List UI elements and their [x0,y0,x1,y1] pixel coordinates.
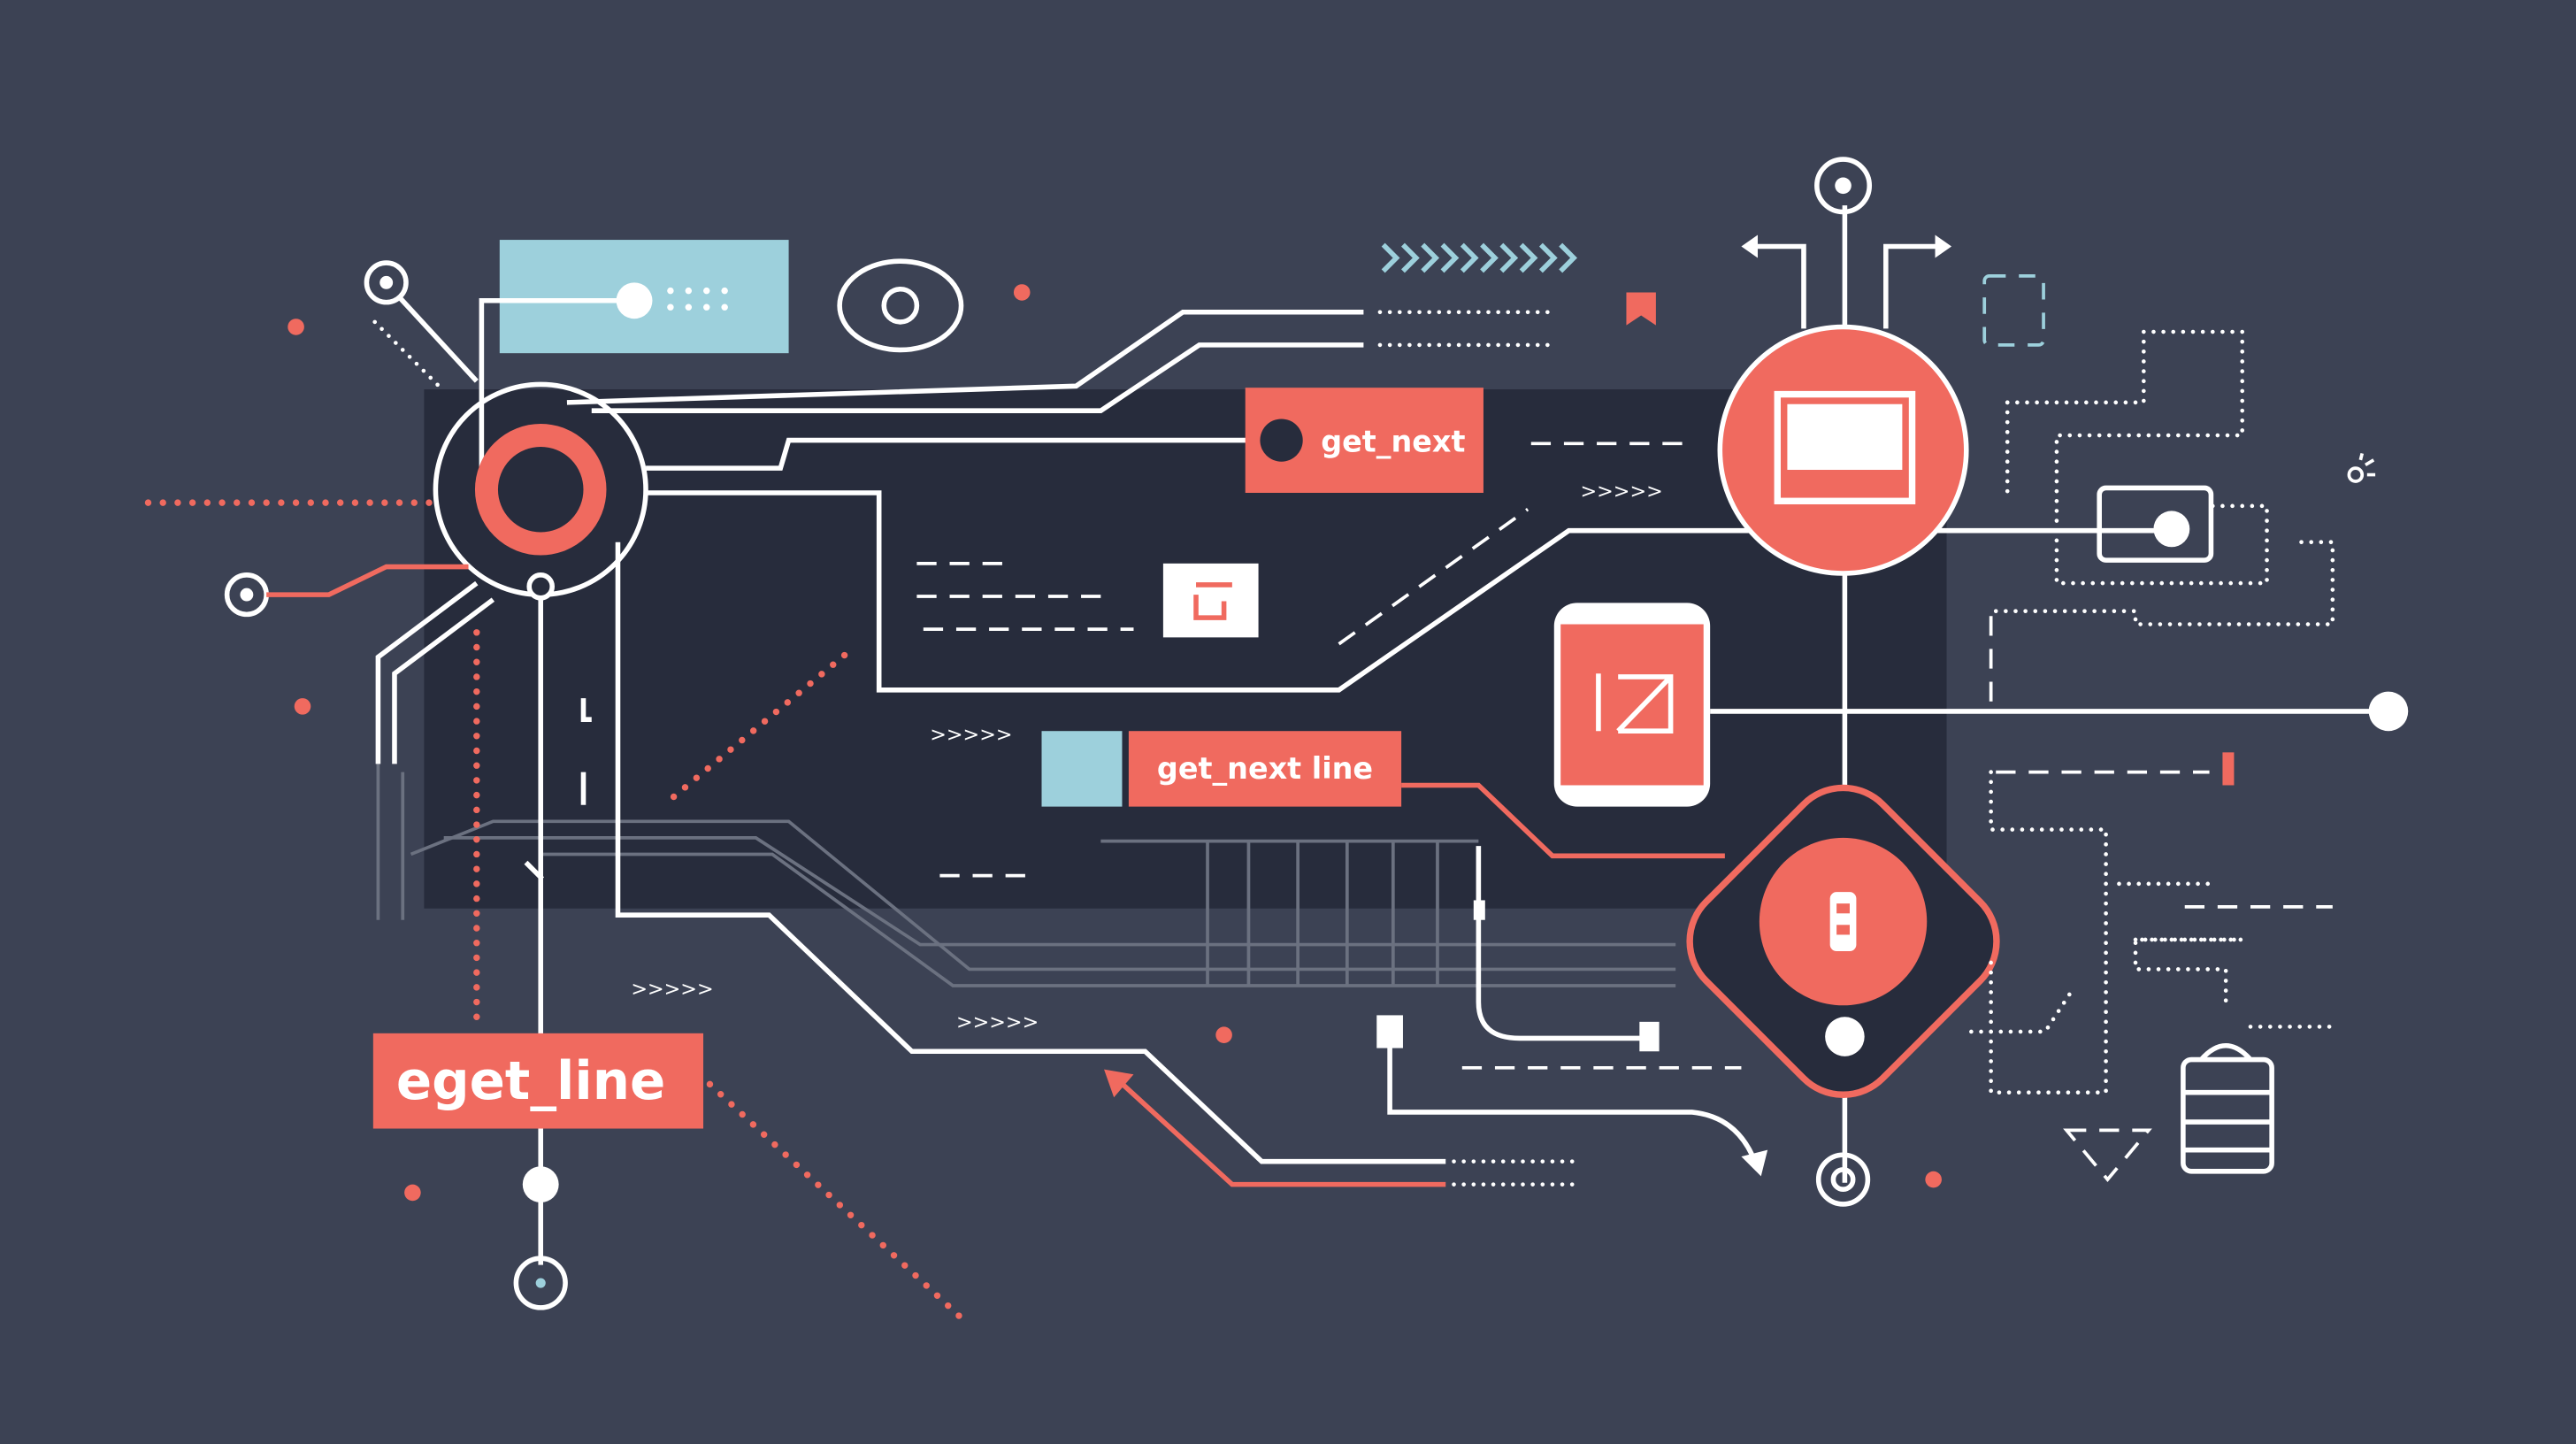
monitor-node[interactable] [1717,324,1969,576]
arrow-marks: >>>>> [631,978,713,1001]
dotted-maze [1989,329,2335,1095]
connector-node [616,282,653,319]
eget-line-label[interactable]: eget_line [372,1033,704,1129]
get-next-label[interactable]: get_next [1245,388,1484,493]
chevrons-icon [1381,242,1577,273]
svg-text:get_next: get_next [1321,425,1465,459]
grid-lines [376,756,1676,987]
hub-node[interactable] [433,381,648,601]
connector-node [522,1166,559,1203]
target-node [364,260,409,305]
dots-icon [667,287,728,311]
antenna-icon [1741,157,1952,329]
end-node [1815,1152,1871,1207]
toggle-box[interactable] [2097,485,2214,563]
document-icon [1162,563,1259,638]
lock-icon [2181,1043,2274,1174]
chip-node[interactable] [1667,764,2020,1118]
device-node[interactable] [1553,603,1711,807]
plug-icon [1376,1015,1403,1048]
dashed-box [1982,274,2045,347]
eye-icon [837,258,964,353]
get-next-line-label[interactable]: get_next line [1128,731,1402,807]
settings-icon [2347,452,2376,483]
end-node [513,1256,568,1310]
connector-node [2368,691,2409,732]
svg-text:eget_line: eget_line [396,1051,666,1112]
arrow-marks: >>>>> [930,723,1012,746]
bookmark-icon [1626,292,1656,326]
arrow-marks: >>>>> [1580,480,1662,503]
svg-text:get_next line: get_next line [1157,751,1373,786]
arrow-marks: >>>>> [956,1010,1039,1033]
light-blue-square [1041,731,1123,807]
decorative-dots [288,284,1942,1202]
marker [2222,752,2235,786]
